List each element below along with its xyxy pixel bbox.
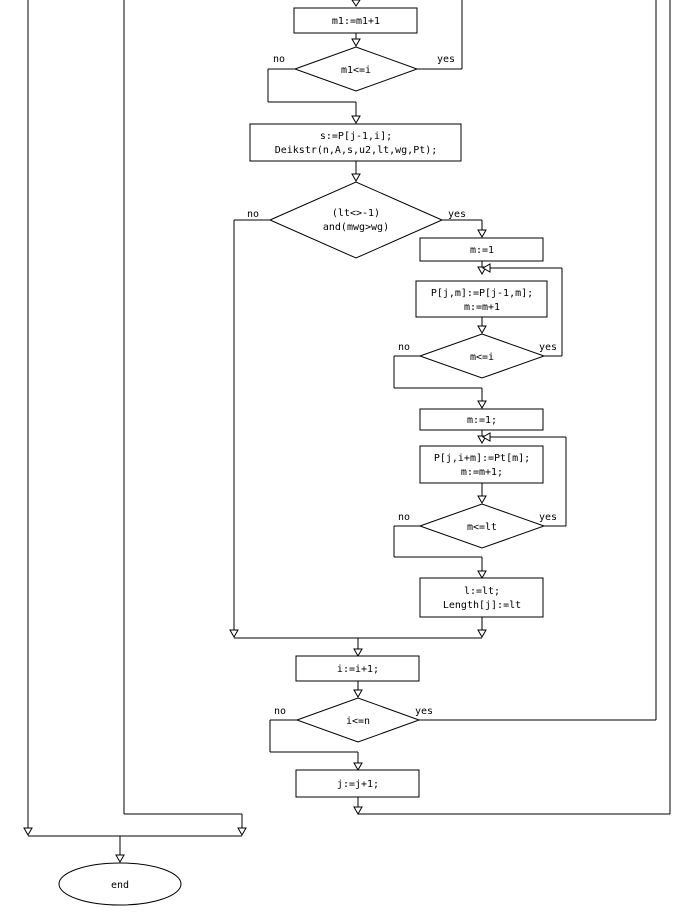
j-increment-text: j:=j+1; [337,779,379,790]
s-assign-text: s:=P[j-1,i]; [320,131,392,142]
cond-i-n-text: i<=n [346,716,370,727]
p-copy-text-1: P[j,m]:=P[j-1,m]; [431,288,533,299]
cond-m1-yes-label: yes [437,54,455,65]
arrow-to-s [351,115,361,125]
cond-i-n-yes-label: yes [415,706,433,717]
arrow-l-assign-down [477,629,487,639]
l-assign-text-2: Length[j]:=lt [443,600,521,611]
deikstr-box [249,123,462,162]
p-pt-box [419,445,544,484]
cond-m-lt-no-label: no [398,512,410,523]
end-text: end [111,880,129,891]
arrow-left-outer [23,827,33,837]
arrow-to-j [353,762,363,772]
cond-m-lt-yes-label: yes [539,512,557,523]
cond-m-i-yes-label: yes [539,342,557,353]
arrow-to-end [115,854,125,864]
end-terminal [58,862,182,906]
l-assign-box [419,577,544,618]
arrow-to-l-assign [477,570,487,580]
p-copy-text-2: m:=m+1 [464,302,500,313]
arrow-merge-to-i [353,648,363,658]
arrow-m1-cond [351,38,361,48]
arrow-left-second [237,827,247,837]
cond-lt-text-1: (lt<>-1) [332,208,380,219]
arrow-j-down [353,806,363,816]
arrow-p-copy-cond [477,325,487,335]
j-increment-box [295,769,420,798]
cond-lt-no-label: no [247,209,259,220]
deikstr-call-text: Deikstr(n,A,s,u2,lt,wg,Pt); [275,145,438,156]
cond-m-i-text: m<=i [470,352,494,363]
cond-lt-diamond [268,181,444,259]
cond-lt-text-2: and(mwg>wg) [323,222,389,233]
arrow-p-pt-cond [477,495,487,505]
cond-m1-no-label: no [273,54,285,65]
cond-m-i-no-label: no [398,342,410,353]
p-copy-box [415,280,548,318]
arrow-deikstr-cond [351,173,361,183]
m1-increment-box [293,7,418,34]
cond-m1-text: m1<=i [341,65,371,76]
i-increment-box [295,655,420,682]
arrow-cond-lt-yes [477,229,487,239]
arrow-cond-lt-no [229,629,239,639]
arrow-top [351,0,361,7]
p-pt-text-2: m:=m+1; [461,467,503,478]
p-pt-text-1: P[j,i+m]:=Pt[m]; [434,453,530,464]
i-increment-text: i:=i+1; [337,664,379,675]
cond-i-n-no-label: no [274,706,286,717]
arrow-m-init-2 [477,400,487,410]
l-assign-text-1: l:=lt; [464,586,500,597]
m-init-text-1: m:=1 [470,245,494,256]
cond-m-lt-text: m<=lt [467,522,497,533]
arrow-i-cond [353,689,363,699]
m1-increment-text: m1:=m1+1 [332,16,380,27]
m-init-text-2: m:=1; [467,415,497,426]
cond-lt-yes-label: yes [448,209,466,220]
